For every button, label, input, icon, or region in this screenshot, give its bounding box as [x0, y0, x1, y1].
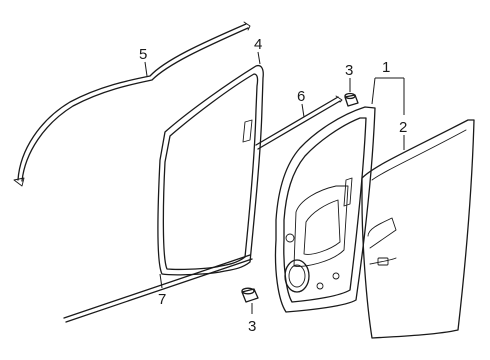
callout-6: 6	[297, 88, 305, 105]
door-stopper-part-3-bottom[interactable]	[241, 287, 259, 303]
callout-7: 7	[158, 291, 166, 308]
door-stopper-part-3-top[interactable]	[344, 92, 359, 107]
roof-weatherstrip-part-5[interactable]	[13, 21, 251, 187]
callout-3-top: 3	[345, 62, 353, 79]
leader-lines	[144, 51, 405, 314]
callout-2: 2	[399, 119, 407, 136]
door-outer-panel-part-2[interactable]	[361, 119, 475, 339]
door-opening-weatherstrip-part-4[interactable]	[157, 64, 264, 276]
lower-molding-part-7[interactable]	[63, 254, 253, 323]
door-inner-frame-part-1[interactable]	[274, 106, 376, 313]
callout-4: 4	[254, 36, 262, 53]
callout-5: 5	[139, 46, 147, 63]
callout-3-bottom: 3	[248, 318, 256, 335]
belt-molding-part-6[interactable]	[255, 95, 343, 150]
callout-1: 1	[382, 59, 390, 76]
